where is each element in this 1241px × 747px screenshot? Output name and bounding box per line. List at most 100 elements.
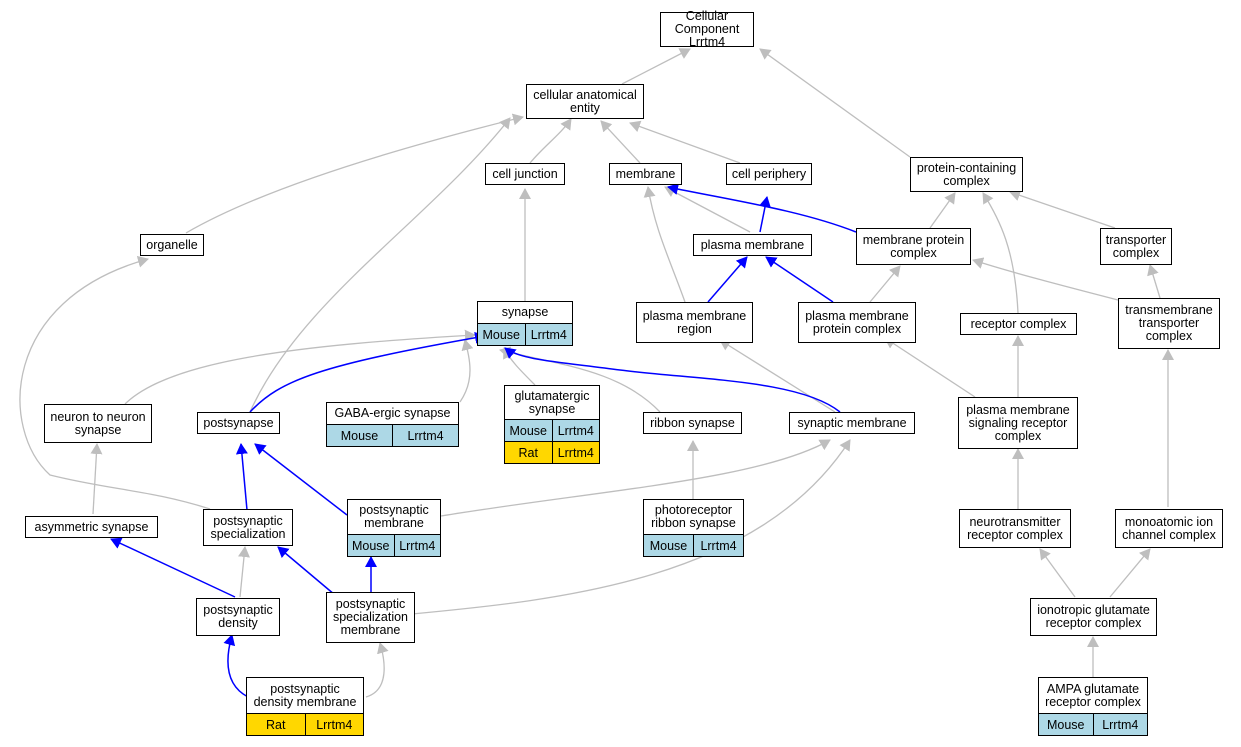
edge	[277, 546, 336, 596]
term-label: postsynaptic density membrane	[247, 678, 363, 714]
species-cell: Rat	[247, 714, 305, 735]
edge	[982, 192, 1019, 314]
edge	[110, 537, 236, 598]
term-label: glutamatergic synapse	[505, 386, 599, 420]
node-plasma-membrane-protein-complex[interactable]: plasma membrane protein complex	[798, 302, 916, 343]
term-label: postsynaptic membrane	[348, 500, 440, 535]
edge	[254, 443, 348, 516]
edge	[1039, 548, 1076, 598]
node-monoatomic-ion-channel-complex[interactable]: monoatomic ion channel complex	[1115, 509, 1223, 548]
edge	[1009, 189, 1116, 229]
edge	[504, 347, 841, 413]
node-neuron-to-neuron-synapse[interactable]: neuron to neuron synapse	[44, 404, 152, 443]
node-neurotransmitter-receptor-complex[interactable]: neurotransmitter receptor complex	[959, 509, 1071, 548]
species-cell: Mouse	[478, 324, 525, 345]
edge	[235, 443, 248, 511]
root-node[interactable]: Cellular Component Lrrtm4	[660, 10, 754, 49]
annotation-row: Rat Lrrtm4	[247, 714, 363, 735]
gene-cell: Lrrtm4	[1092, 714, 1147, 735]
annotation-row: Mouse Lrrtm4	[327, 425, 458, 446]
node-cell-periphery[interactable]: cell periphery	[726, 163, 812, 185]
edge	[759, 196, 771, 233]
term-label: AMPA glutamate receptor complex	[1039, 678, 1147, 714]
edge	[664, 186, 751, 233]
term-postsynaptic-membrane[interactable]: postsynaptic membrane Mouse Lrrtm4	[347, 499, 441, 557]
edge	[629, 120, 741, 164]
edge	[411, 439, 851, 615]
node-receptor-complex[interactable]: receptor complex	[960, 313, 1077, 335]
node-synaptic-membrane[interactable]: synaptic membrane	[789, 412, 915, 434]
edge	[124, 329, 476, 405]
gene-cell: Lrrtm4	[304, 714, 363, 735]
edge	[972, 257, 1119, 301]
term-postsynaptic-density-membrane[interactable]: postsynaptic density membrane Rat Lrrtm4	[246, 677, 364, 736]
edge	[90, 443, 103, 515]
edge	[440, 439, 831, 517]
edge	[765, 256, 834, 303]
species-cell: Mouse	[644, 535, 693, 556]
node-plasma-membrane-region[interactable]: plasma membrane region	[636, 302, 753, 343]
species-cell: Rat	[505, 442, 552, 463]
node-postsynaptic-specialization-membrane[interactable]: postsynaptic specialization membrane	[326, 592, 415, 643]
node-plasma-membrane-signaling-receptor-complex[interactable]: plasma membrane signaling receptor compl…	[958, 397, 1078, 449]
term-gaba-ergic-synapse[interactable]: GABA-ergic synapse Mouse Lrrtm4	[326, 402, 459, 447]
gene-cell: Lrrtm4	[551, 442, 599, 463]
edge	[929, 192, 956, 229]
node-postsynaptic-specialization[interactable]: postsynaptic specialization	[203, 509, 293, 546]
gene-cell: Lrrtm4	[392, 425, 458, 446]
gene-cell: Lrrtm4	[524, 324, 572, 345]
edge	[1109, 548, 1151, 598]
edge	[719, 339, 836, 413]
node-membrane-protein-complex[interactable]: membrane protein complex	[856, 228, 971, 265]
edge	[1147, 264, 1161, 299]
node-protein-containing-complex[interactable]: protein-containing complex	[910, 157, 1023, 192]
term-label: GABA-ergic synapse	[327, 403, 458, 425]
node-postsynaptic-density[interactable]: postsynaptic density	[196, 598, 280, 636]
annotation-row: Mouse Lrrtm4	[505, 420, 599, 441]
edge	[759, 48, 911, 158]
term-synapse[interactable]: synapse Mouse Lrrtm4	[477, 301, 573, 346]
node-organelle[interactable]: organelle	[140, 234, 204, 256]
edge	[249, 331, 486, 413]
node-ribbon-synapse[interactable]: ribbon synapse	[643, 412, 742, 434]
species-cell: Mouse	[1039, 714, 1093, 735]
edge	[869, 265, 901, 303]
node-plasma-membrane[interactable]: plasma membrane	[693, 234, 812, 256]
edge	[238, 546, 250, 598]
node-transporter-complex[interactable]: transporter complex	[1100, 228, 1172, 265]
species-cell: Mouse	[505, 420, 552, 441]
annotation-row: Mouse Lrrtm4	[348, 535, 440, 556]
edge	[643, 186, 686, 303]
term-photoreceptor-ribbon-synapse[interactable]: photoreceptor ribbon synapse Mouse Lrrtm…	[643, 499, 744, 557]
term-label: synapse	[478, 302, 572, 324]
node-asymmetric-synapse[interactable]: asymmetric synapse	[25, 516, 158, 538]
edge	[249, 117, 511, 413]
node-transmembrane-transporter-complex[interactable]: transmembrane transporter complex	[1118, 298, 1220, 349]
edge	[600, 120, 641, 164]
species-cell: Mouse	[327, 425, 392, 446]
annotation-row: Mouse Lrrtm4	[1039, 714, 1147, 735]
edge	[707, 256, 748, 303]
node-membrane[interactable]: membrane	[609, 163, 682, 185]
annotation-row: Mouse Lrrtm4	[478, 324, 572, 345]
node-postsynapse[interactable]: postsynapse	[197, 412, 280, 434]
edge	[884, 337, 976, 398]
node-ionotropic-glutamate-receptor-complex[interactable]: ionotropic glutamate receptor complex	[1030, 598, 1157, 636]
node-cell-junction[interactable]: cell junction	[485, 163, 565, 185]
species-cell: Mouse	[348, 535, 394, 556]
annotation-row: Mouse Lrrtm4	[644, 535, 743, 556]
edge	[667, 183, 857, 233]
gene-cell: Lrrtm4	[393, 535, 440, 556]
edge	[223, 634, 249, 698]
term-ampa-glutamate-receptor-complex[interactable]: AMPA glutamate receptor complex Mouse Lr…	[1038, 677, 1148, 736]
edge	[459, 339, 474, 403]
node-cellular-anatomical-entity[interactable]: cellular anatomical entity	[526, 84, 644, 119]
term-label: photoreceptor ribbon synapse	[644, 500, 743, 535]
edge	[621, 48, 691, 85]
edge	[503, 347, 536, 386]
term-glutamatergic-synapse[interactable]: glutamatergic synapse Mouse Lrrtm4 Rat L…	[504, 385, 600, 464]
edge	[19, 255, 211, 510]
gene-cell: Lrrtm4	[551, 420, 599, 441]
